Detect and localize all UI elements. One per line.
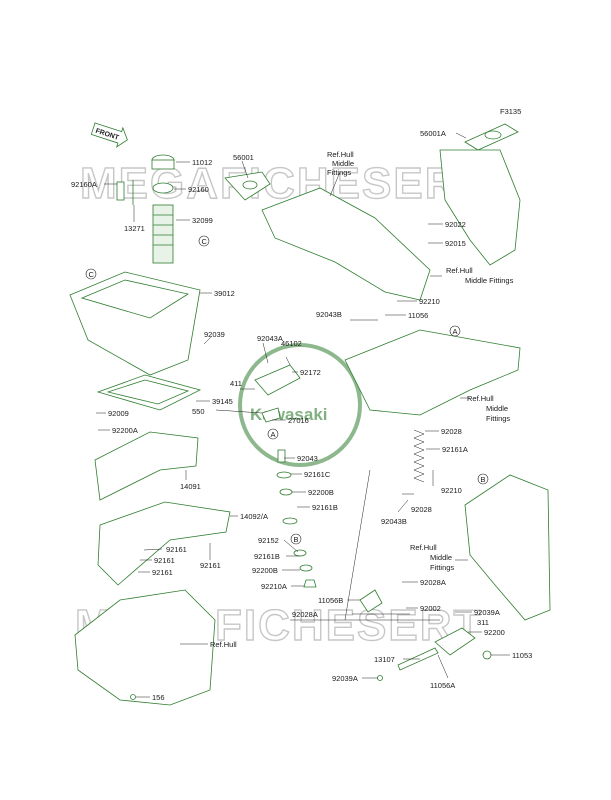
part-label: 92210 (419, 297, 440, 306)
part-label: 92172 (300, 368, 321, 377)
circle-letter-b-1: B (481, 475, 486, 484)
ref-hull-front: Ref.Hull (210, 640, 237, 649)
circle-letter-b-2: B (294, 535, 299, 544)
part-label: 92015 (445, 239, 466, 248)
part-label: 92009 (108, 409, 129, 418)
figure-code: F3135 (500, 107, 521, 116)
part-label: 92002 (420, 604, 441, 613)
kawasaki-logo: Kawasaki (238, 343, 362, 467)
part-label: 92161B (254, 552, 280, 561)
ref-hull-top-3: Fittings (327, 168, 351, 177)
part-label: 92043 (297, 454, 318, 463)
part-label: 92039 (204, 330, 225, 339)
storage-cap-assembly (116, 154, 175, 264)
part-label: 11056A (430, 681, 455, 690)
part-label: 56001A (420, 129, 446, 138)
part-number-labels: 11012 92160A 92160 13271 32099 56001 560… (71, 129, 532, 702)
part-label: 311 (477, 618, 489, 627)
part-label: 56001 (233, 153, 254, 162)
part-label: 92161 (200, 561, 221, 570)
bracket-46102 (254, 364, 301, 396)
circle-letter-c-1: C (202, 237, 208, 246)
ref-hull-center-3: Fittings (486, 414, 510, 423)
part-label: 14091 (180, 482, 201, 491)
reference-labels: Ref.Hull Middle Fittings Ref.Hull Middle… (210, 150, 514, 649)
ref-hull-right-2: Middle Fittings (465, 276, 514, 285)
circle-letter-a-2: A (271, 430, 276, 439)
part-label: 92043A (257, 334, 283, 343)
ref-hull-top-2: Middle (332, 159, 354, 168)
panel-14091 (94, 431, 199, 501)
front-arrow-icon: FRONT (90, 122, 128, 148)
ref-hull-right-1: Ref.Hull (446, 266, 473, 275)
part-label: 13107 (374, 655, 395, 664)
part-label: 92043B (316, 310, 342, 319)
part-label: 92161 (154, 556, 175, 565)
part-label: 156 (152, 693, 165, 702)
part-label: 39145 (212, 397, 233, 406)
part-label: 11056B (318, 596, 343, 605)
hull-middle-panel (261, 187, 431, 301)
circle-letter-a-1: A (453, 327, 458, 336)
part-label: 92039A (474, 608, 500, 617)
part-label: 92028A (420, 578, 446, 587)
circle-letters: C C A A B B (85, 235, 489, 545)
deck-tray (344, 329, 521, 416)
part-label: 46102 (281, 339, 302, 348)
part-label: 92160A (71, 180, 97, 189)
part-label: 550 (192, 407, 205, 416)
latch-bracket (359, 589, 383, 613)
part-label: 92210 (441, 486, 462, 495)
part-label: 13271 (124, 224, 145, 233)
part-label: 92161 (152, 568, 173, 577)
part-label: 11053 (512, 651, 532, 660)
part-label: 92152 (258, 536, 279, 545)
part-label: 92161 (166, 545, 187, 554)
ref-hull-top-1: Ref.Hull (327, 150, 354, 159)
leader-lines (96, 132, 510, 698)
part-label: 92200A (112, 426, 138, 435)
part-label: 92210A (261, 582, 287, 591)
part-label: 14092/A (240, 512, 268, 521)
panel-14092 (97, 501, 231, 586)
part-label: 411 (230, 379, 242, 388)
part-label: 39012 (214, 289, 235, 298)
part-label: 92039A (332, 674, 358, 683)
part-label: 27016 (288, 416, 309, 425)
hull-lower-right (464, 474, 551, 621)
ref-hull-center-2: Middle (486, 404, 508, 413)
ref-hull-center-1: Ref.Hull (467, 394, 494, 403)
ref-hull-bottom-3: Fittings (430, 563, 454, 572)
part-label: 92161B (312, 503, 338, 512)
front-hull (74, 589, 216, 706)
part-label: 92028A (292, 610, 318, 619)
part-label: 92161C (304, 470, 331, 479)
ref-hull-bottom-1: Ref.Hull (410, 543, 437, 552)
part-label: 11012 (192, 158, 212, 167)
part-label: 92043B (381, 517, 407, 526)
part-label: 11056 (408, 311, 428, 320)
washer-stack (276, 449, 317, 588)
hull-right-panel (439, 149, 521, 266)
spring-92161a (413, 429, 425, 483)
circle-letter-c-2: C (89, 270, 95, 279)
ref-hull-bottom-2: Middle (430, 553, 452, 562)
part-label: 92200B (252, 566, 278, 575)
part-label: 92161A (442, 445, 468, 454)
part-label: 92200B (308, 488, 334, 497)
latch-assembly (434, 627, 476, 656)
part-label: 92200 (484, 628, 505, 637)
part-label: 92028 (411, 505, 432, 514)
part-label: 92028 (441, 427, 462, 436)
part-label: 92160 (188, 185, 209, 194)
watermark-top: MEGAFICHESERT (80, 159, 487, 208)
part-label: 92022 (445, 220, 466, 229)
part-label: 32099 (192, 216, 213, 225)
